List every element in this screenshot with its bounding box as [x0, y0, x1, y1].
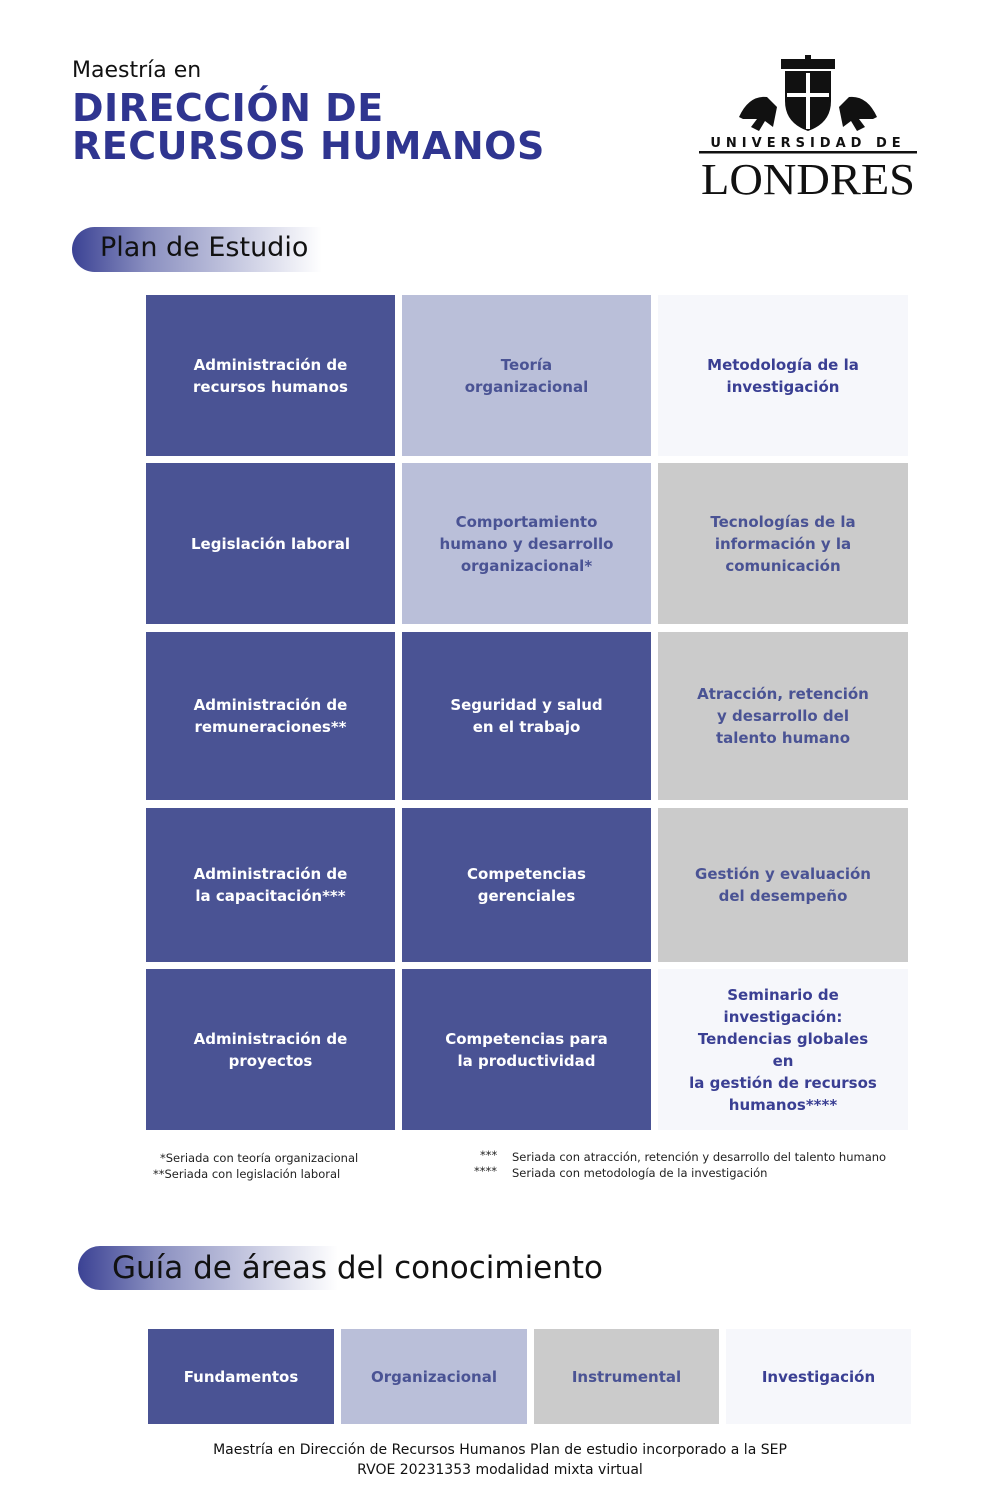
area-fundamentos: Fundamentos [148, 1329, 334, 1424]
footnote-marker: *** [480, 1148, 498, 1162]
course-cell: Legislación laboral [146, 463, 395, 624]
footnote: *Seriada con teoría organizacional [160, 1151, 359, 1165]
course-cell: Tecnologías de la información y la comun… [658, 463, 908, 624]
course-cell: Seminario de investigación: Tendencias g… [658, 969, 908, 1130]
area-instrumental: Instrumental [534, 1329, 719, 1424]
section-banner [72, 227, 322, 272]
footer-line-2: RVOE 20231353 modalidad mixta virtual [357, 1462, 643, 1478]
section-banner [78, 1246, 338, 1290]
guide-heading: Guía de áreas del conocimiento [112, 1250, 604, 1286]
plan-heading: Plan de Estudio [100, 232, 309, 263]
subtitle: Maestría en [72, 58, 202, 83]
footnote: Seriada con metodología de la investigac… [512, 1166, 768, 1180]
footnote: Seriada con atracción, retención y desar… [512, 1150, 887, 1164]
course-cell: Competencias gerenciales [402, 808, 651, 962]
university-logo: UNIVERSIDAD DE LONDRES [699, 55, 917, 200]
area-investigacion: Investigación [726, 1329, 911, 1424]
course-cell: Metodología de la investigación [658, 295, 908, 456]
course-cell: Seguridad y salud en el trabajo [402, 632, 651, 800]
course-cell: Atracción, retención y desarrollo del ta… [658, 632, 908, 800]
course-cell: Administración de recursos humanos [146, 295, 395, 456]
footer: Maestría en Dirección de Recursos Humano… [0, 1440, 1000, 1480]
course-cell: Competencias para la productividad [402, 969, 651, 1130]
course-cell: Gestión y evaluación del desempeño [658, 808, 908, 962]
title-line-2: RECURSOS HUMANOS [72, 124, 545, 168]
course-cell: Comportamiento humano y desarrollo organ… [402, 463, 651, 624]
svg-text:LONDRES: LONDRES [701, 155, 915, 200]
course-cell: Administración de proyectos [146, 969, 395, 1130]
course-cell: Administración de la capacitación*** [146, 808, 395, 962]
footnote: **Seriada con legislación laboral [153, 1167, 341, 1181]
footnote-marker: **** [474, 1164, 497, 1178]
footer-line-1: Maestría en Dirección de Recursos Humano… [213, 1442, 787, 1458]
svg-text:UNIVERSIDAD DE: UNIVERSIDAD DE [710, 136, 905, 151]
area-organizacional: Organizacional [341, 1329, 527, 1424]
course-cell: Administración de remuneraciones** [146, 632, 395, 800]
course-cell: Teoría organizacional [402, 295, 651, 456]
title-line-1: DIRECCIÓN DE [72, 86, 384, 130]
